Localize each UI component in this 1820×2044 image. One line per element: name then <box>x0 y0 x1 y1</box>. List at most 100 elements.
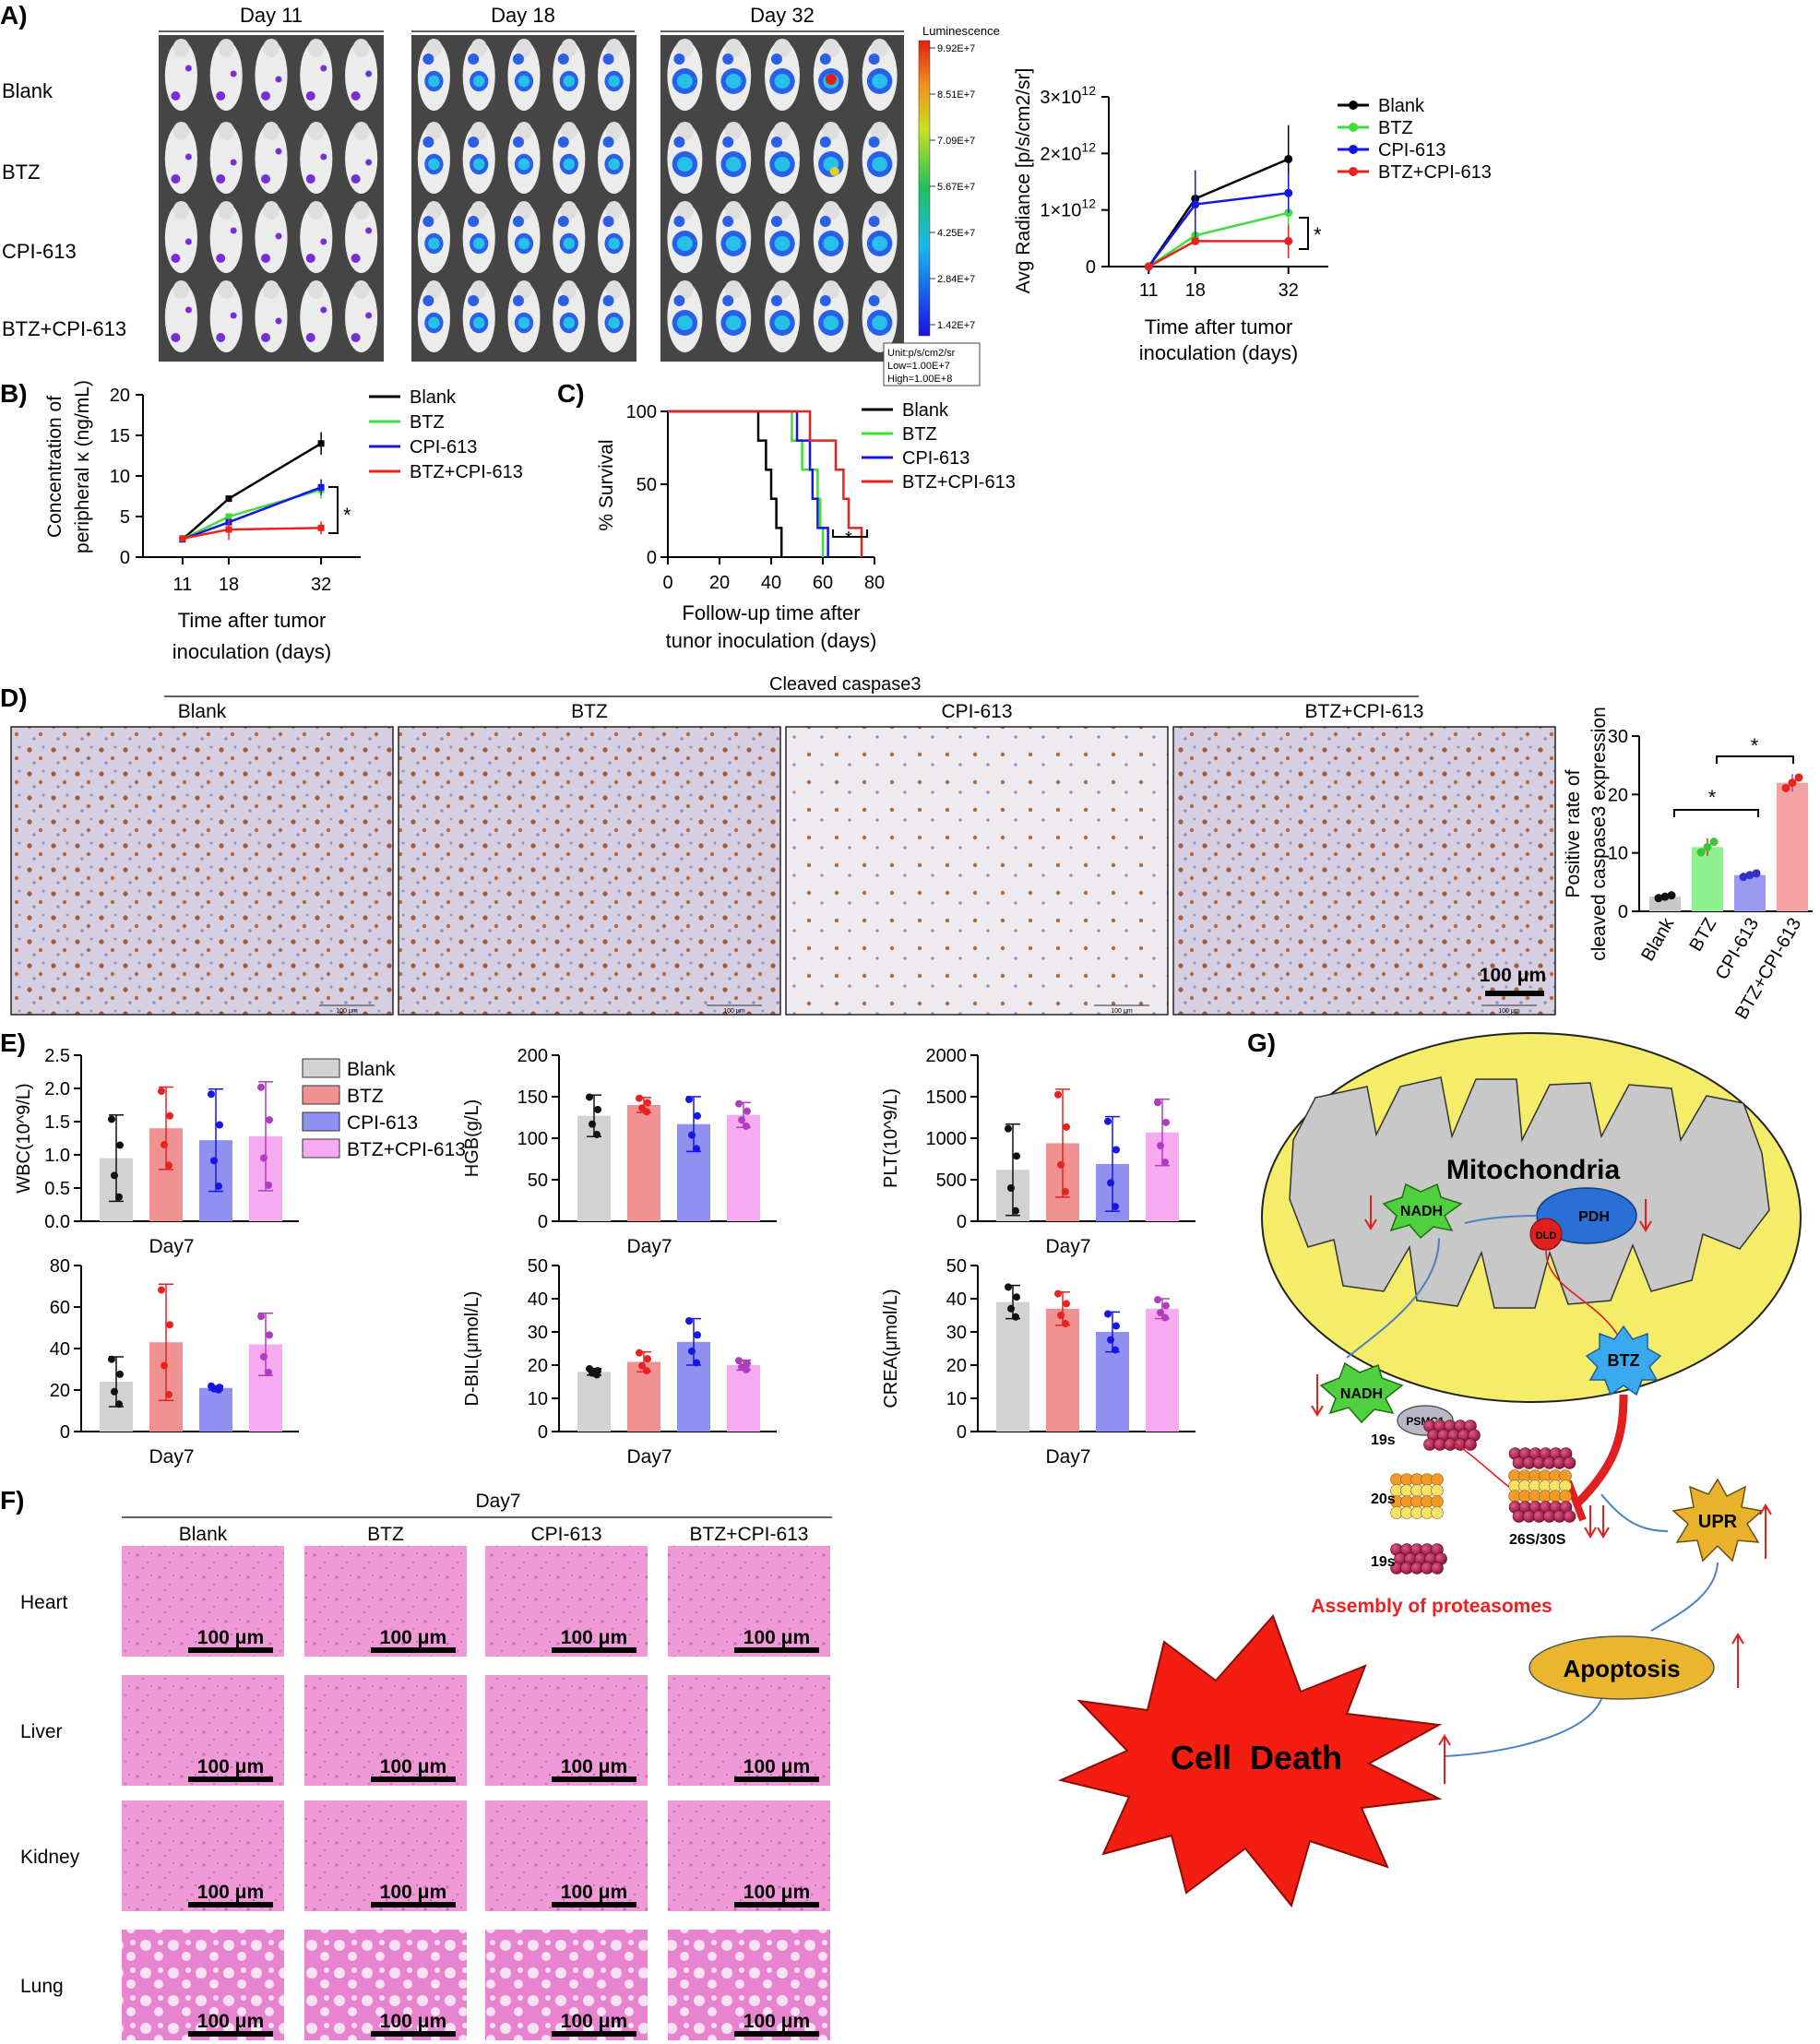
data-dot <box>589 1120 596 1128</box>
x-tick-label: 0 <box>662 573 672 593</box>
data-dot <box>108 1115 115 1123</box>
data-dot <box>1107 1179 1114 1187</box>
mouse-head <box>470 280 487 299</box>
mouse-head <box>561 201 577 220</box>
legend-swatch-marker <box>1349 167 1358 176</box>
mouse-head <box>263 280 280 299</box>
scalebar-label: 100 μm <box>197 1627 264 1648</box>
lum-blob-mid <box>428 158 440 171</box>
red-up-arrow-2 <box>1731 1633 1744 1688</box>
scalebar <box>734 1647 819 1653</box>
data-dot <box>257 1083 265 1091</box>
lum-blob-mid <box>725 74 742 89</box>
lum-spot <box>230 159 237 166</box>
mouse-head <box>724 122 743 140</box>
mouse-head <box>352 201 370 220</box>
significance-bracket <box>1299 217 1309 250</box>
y-tick-label: 0 <box>538 1422 548 1443</box>
y-tick-label: 10 <box>1608 844 1628 864</box>
lum-blob-mid <box>872 74 888 89</box>
lum-blob-small <box>819 295 831 306</box>
y-axis-title: CREA(μmol/L) <box>881 1289 901 1408</box>
lum-spot <box>351 174 361 184</box>
data-point <box>1191 236 1200 245</box>
legend-label: Blank <box>902 400 949 421</box>
y-tick-label: 10 <box>110 467 130 487</box>
scalebar <box>371 1647 456 1653</box>
y-axis-title: PLT(10^9/L) <box>881 1088 901 1188</box>
data-dot <box>161 1141 168 1149</box>
x-axis-title: Day7 <box>626 1236 672 1257</box>
data-dot <box>743 1360 751 1368</box>
scalebar-label: 100 μm <box>743 1756 810 1777</box>
lum-blob-mid <box>608 237 620 250</box>
lum-spot <box>305 333 315 342</box>
significance-star-2: * <box>1751 734 1759 757</box>
y-tick-label: 50 <box>528 1256 548 1277</box>
bar <box>727 1365 760 1432</box>
lum-spot <box>184 306 192 314</box>
x-axis-title-line2: tunor inoculation (days) <box>666 629 877 652</box>
legend-swatch <box>302 1058 340 1078</box>
y-tick-label: 0.5 <box>44 1179 70 1199</box>
bar <box>1692 847 1723 911</box>
y-tick-label: 10 <box>528 1389 548 1409</box>
y-tick-label: 20 <box>50 1381 70 1401</box>
scalebar-label: 100 μm <box>197 1756 264 1777</box>
proteasome-to-upr-arrow <box>1600 1493 1669 1532</box>
survival-curve <box>668 410 783 557</box>
lum-hot <box>829 167 839 176</box>
lum-blob-mid <box>872 315 888 330</box>
mouse-head <box>172 122 190 140</box>
data-dot <box>215 1182 222 1191</box>
x-axis-title: Day7 <box>149 1446 194 1468</box>
mouse-head <box>871 280 889 299</box>
data-point <box>179 535 186 542</box>
mouse-head <box>352 39 370 57</box>
he-image <box>485 1546 648 1657</box>
data-dot <box>1157 1142 1164 1150</box>
significance-star: * <box>343 504 351 527</box>
lum-blob-small <box>468 137 480 148</box>
lum-blob-small <box>868 53 880 65</box>
bar <box>577 1372 611 1432</box>
scalebar <box>552 1902 636 1907</box>
mouse-head <box>218 280 234 299</box>
data-dot <box>1154 1099 1161 1107</box>
label-20s: 20s <box>1371 1491 1396 1507</box>
data-dot <box>1062 1188 1069 1196</box>
panel-a-mouse-images <box>159 35 904 362</box>
data-dot <box>636 1349 643 1357</box>
lum-blob-small <box>819 216 831 227</box>
legend-label: BTZ+CPI-613 <box>347 1139 466 1160</box>
survival-curve <box>668 410 829 557</box>
y-tick-label: 2×1012 <box>1040 139 1096 164</box>
x-tick-label: Blank <box>1637 914 1679 965</box>
he-image <box>304 1675 467 1786</box>
data-dot <box>1162 1301 1170 1310</box>
x-axis-title-line1: Time after tumor <box>178 609 327 632</box>
lum-spot <box>365 312 373 319</box>
lum-spot <box>275 76 282 83</box>
lum-spot <box>171 174 181 184</box>
lum-spot <box>275 148 282 155</box>
bar <box>727 1114 760 1221</box>
data-dot <box>593 1371 601 1379</box>
luminescence-scale: Luminescence 9.92E+78.51E+77.09E+75.67E+… <box>883 24 1000 386</box>
data-dot <box>693 1145 700 1153</box>
lum-blob-mid <box>608 316 620 329</box>
scalebar <box>188 2031 273 2037</box>
red-down-arrow-3 <box>1311 1374 1324 1417</box>
y-tick-label: 80 <box>50 1256 70 1277</box>
scalebar <box>371 2031 456 2037</box>
he-image <box>668 1930 830 2040</box>
data-dot <box>1112 1203 1119 1211</box>
lum-spot <box>320 65 327 72</box>
data-dot <box>1054 1289 1062 1298</box>
y-tick-label: 0 <box>647 548 657 568</box>
y-tick-label: 150 <box>517 1087 548 1108</box>
x-tick-label: 18 <box>1185 280 1206 301</box>
he-image <box>304 1546 467 1657</box>
